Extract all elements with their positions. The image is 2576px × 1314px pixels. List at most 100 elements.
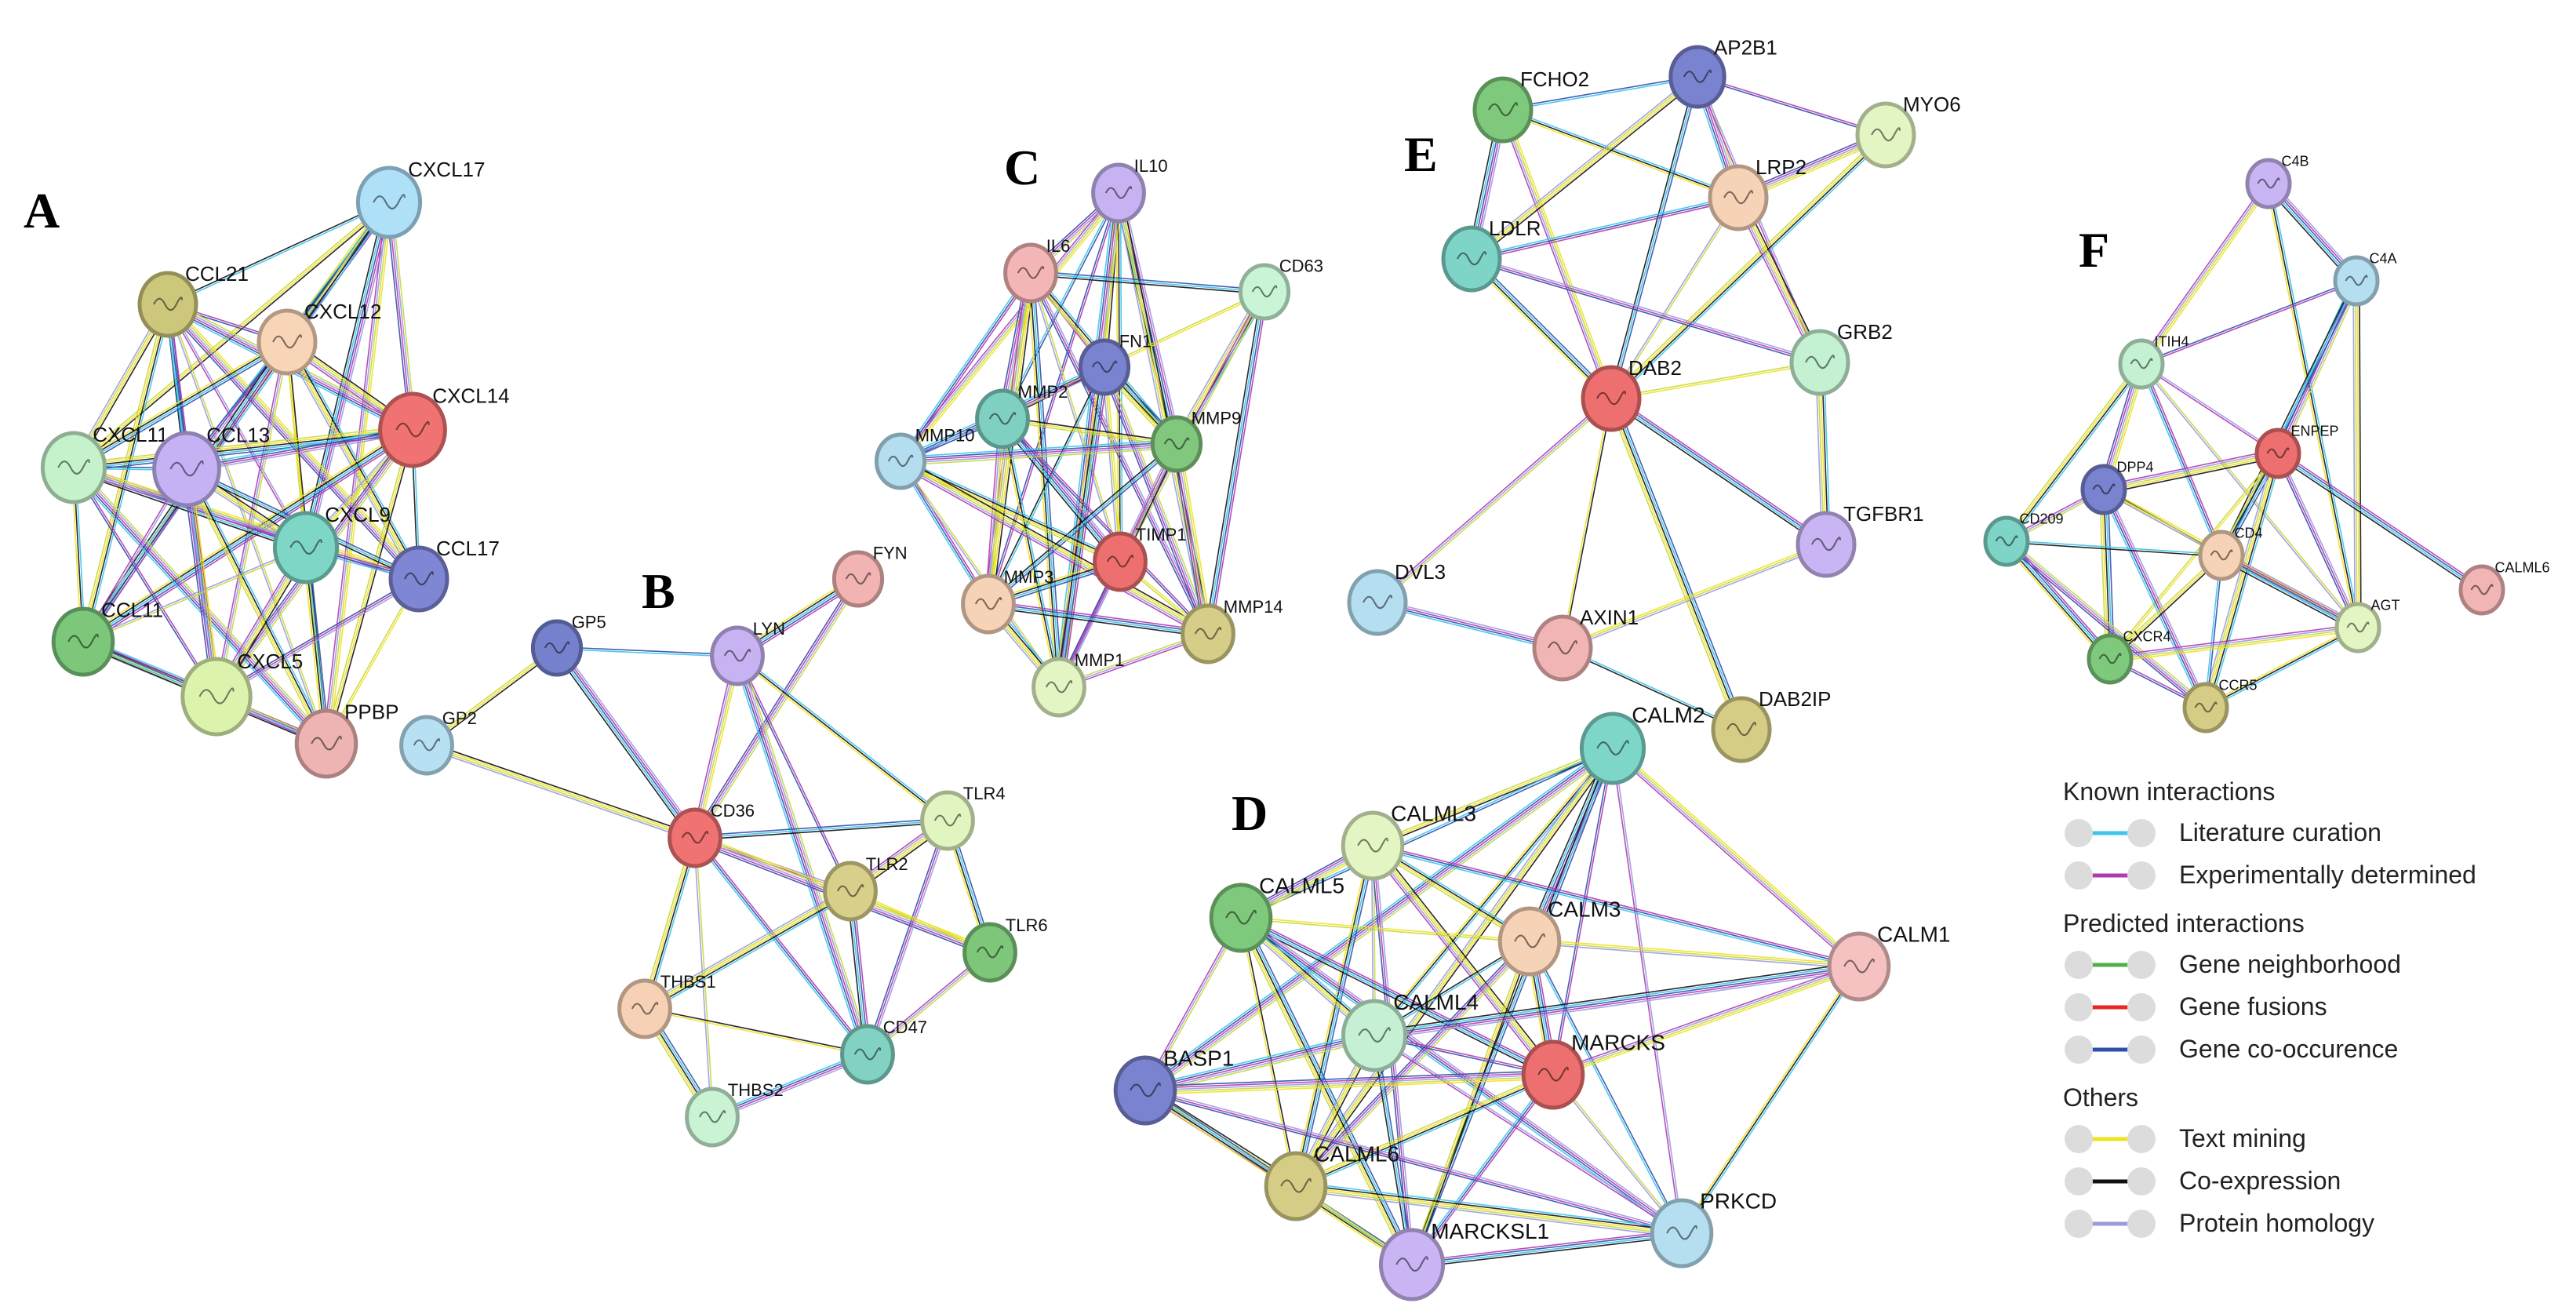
node-circle[interactable] [137,271,198,338]
node-calml3[interactable]: CALML3 [1341,802,1476,881]
node-agt[interactable]: AGT [2334,598,2400,653]
node-c4b[interactable]: C4B [2245,154,2309,209]
node-lrp2[interactable]: LRP2 [1708,155,1806,231]
node-mmp2[interactable]: MMP2 [975,382,1068,450]
node-circle[interactable] [962,922,1017,983]
node-circle[interactable] [180,657,253,737]
node-circle[interactable] [2245,158,2292,209]
node-gp5[interactable]: GP5 [530,613,606,677]
node-grb2[interactable]: GRB2 [1789,320,1893,396]
node-circle[interactable] [2080,464,2127,515]
node-circle[interactable] [1650,1198,1714,1269]
node-circle[interactable] [1091,162,1146,224]
node-circle[interactable] [1113,1055,1177,1126]
node-mmp3[interactable]: MMP3 [961,567,1054,635]
node-ccl13[interactable]: CCL13 [152,424,271,508]
node-mmp14[interactable]: MMP14 [1181,597,1283,664]
node-cxcl12[interactable]: CXCL12 [257,300,381,376]
node-cxcl11[interactable]: CXCL11 [40,423,169,504]
node-circle[interactable] [272,511,340,584]
node-prkcd[interactable]: PRKCD [1650,1189,1777,1269]
node-circle[interactable] [2198,530,2245,581]
node-calml6[interactable]: CALML6 [2458,560,2550,616]
node-circle[interactable] [961,573,1016,635]
node-circle[interactable] [1581,365,1642,432]
node-tlr4[interactable]: TLR4 [920,784,1006,851]
node-cxcl9[interactable]: CXCL9 [272,503,391,584]
node-gp2[interactable]: GP2 [399,708,477,776]
node-marcksl1[interactable]: MARCKSL1 [1378,1219,1549,1301]
node-mmp1[interactable]: MMP1 [1031,650,1125,718]
node-ccl11[interactable]: CCL11 [51,599,163,677]
node-circle[interactable] [51,606,115,677]
node-thbs2[interactable]: THBS2 [685,1080,784,1148]
node-timp1[interactable]: TIMP1 [1093,525,1187,592]
node-circle[interactable] [1378,1228,1446,1301]
node-circle[interactable] [378,391,447,468]
node-calml5[interactable]: CALML5 [1209,874,1344,953]
node-circle[interactable] [1827,931,1891,1002]
node-circle[interactable] [617,978,672,1039]
node-cxcl5[interactable]: CXCL5 [180,650,303,737]
node-calm1[interactable]: CALM1 [1827,923,1950,1002]
node-circle[interactable] [1031,657,1086,718]
node-circle[interactable] [530,619,584,677]
node-ap2b1[interactable]: AP2B1 [1668,36,1777,109]
node-circle[interactable] [1003,242,1058,304]
node-cxcr4[interactable]: CXCR4 [2087,629,2171,685]
node-circle[interactable] [2458,564,2505,616]
node-axin1[interactable]: AXIN1 [1532,606,1639,682]
node-circle[interactable] [1789,329,1850,396]
node-circle[interactable] [1347,569,1408,636]
node-circle[interactable] [1708,164,1769,231]
node-fyn[interactable]: FYN [831,544,908,608]
node-circle[interactable] [2118,338,2165,390]
node-circle[interactable] [1711,696,1772,763]
node-circle[interactable] [1579,712,1646,785]
node-circle[interactable] [668,807,722,868]
node-circle[interactable] [710,625,765,686]
node-circle[interactable] [1209,883,1273,953]
node-calm3[interactable]: CALM3 [1497,897,1621,977]
node-calm2[interactable]: CALM2 [1579,703,1705,785]
node-circle[interactable] [975,388,1030,450]
node-circle[interactable] [2182,682,2229,733]
node-circle[interactable] [1532,614,1593,682]
node-circle[interactable] [2333,255,2380,307]
node-circle[interactable] [1264,1151,1328,1221]
node-circle[interactable] [1093,531,1148,592]
node-c4a[interactable]: C4A [2333,251,2397,307]
node-circle[interactable] [1983,515,2030,567]
node-circle[interactable] [1441,225,1502,293]
node-circle[interactable] [840,1024,895,1085]
node-calml6[interactable]: CALML6 [1264,1142,1399,1221]
node-circle[interactable] [685,1087,740,1148]
node-circle[interactable] [1238,263,1291,321]
node-circle[interactable] [823,861,878,922]
node-dab2ip[interactable]: DAB2IP [1711,687,1832,763]
node-tlr2[interactable]: TLR2 [823,854,908,922]
node-ccl17[interactable]: CCL17 [388,537,500,613]
node-ccl21[interactable]: CCL21 [137,262,249,338]
node-ccr5[interactable]: CCR5 [2182,678,2258,733]
node-ldlr[interactable]: LDLR [1441,217,1541,293]
node-mmp10[interactable]: MMP10 [874,426,974,490]
node-dpp4[interactable]: DPP4 [2080,460,2154,515]
node-calml4[interactable]: CALML4 [1341,990,1479,1072]
node-il10[interactable]: IL10 [1091,156,1168,224]
node-circle[interactable] [1521,1039,1585,1110]
node-circle[interactable] [1855,101,1916,169]
node-circle[interactable] [1181,603,1235,664]
node-enpep[interactable]: ENPEP [2254,424,2339,479]
node-dab2[interactable]: DAB2 [1581,356,1682,432]
node-tlr6[interactable]: TLR6 [962,915,1048,983]
node-circle[interactable] [831,550,885,608]
node-cd4[interactable]: CD4 [2198,526,2263,581]
node-circle[interactable] [2087,633,2134,685]
node-cd63[interactable]: CD63 [1238,257,1323,321]
node-dvl3[interactable]: DVL3 [1347,560,1446,636]
node-circle[interactable] [1668,45,1726,109]
node-circle[interactable] [1796,511,1857,578]
node-il6[interactable]: IL6 [1003,236,1071,304]
node-circle[interactable] [1497,906,1562,977]
